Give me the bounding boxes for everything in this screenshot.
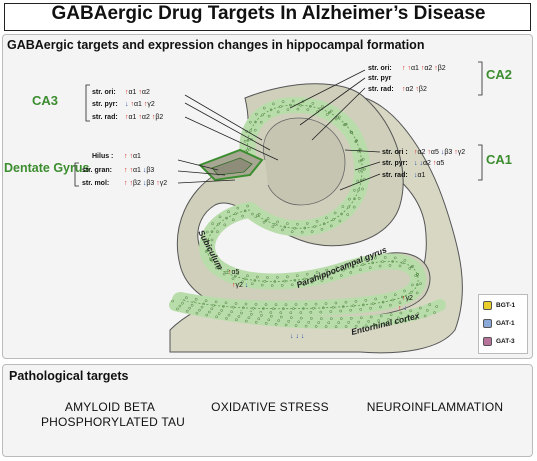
ca2-rad-layer: str. rad: xyxy=(368,86,394,93)
pyramidal-band-outline xyxy=(247,104,363,229)
ca1-rad-layer: str. rad: xyxy=(382,172,408,179)
dg-receptor-table: Hilus : ↑ ↑α1 str. gran: ↑ ↑α1 ↓β3 str. … xyxy=(74,153,167,187)
ca3-receptor-table: str. ori: ↑α1 ↑α2 str. pyr: ↓ ↑α1 ↑γ2 st… xyxy=(85,84,163,122)
ca1-label: CA1 xyxy=(486,152,512,167)
ca3-rad-layer: str. rad: xyxy=(92,114,118,121)
ca2-rad-receptors: ↑α2 ↑β2 xyxy=(402,86,427,93)
dentate-inner xyxy=(211,157,253,176)
dg-gran-layer: str. gran: xyxy=(82,167,112,174)
ca3-pyr-layer: str. pyr: xyxy=(92,101,118,108)
subiculum-receptor-2: ↑γ2 ↓ xyxy=(232,282,248,289)
dentate-gyrus-label: Dentate Gyrus xyxy=(4,161,89,175)
figure-title: GABAergic Drug Targets In Alzheimer’s Di… xyxy=(51,3,486,24)
ca2-receptor-table: str. ori: ↑ ↑α1 ↑α2 ↑β2 str. pyr str. ra… xyxy=(368,61,483,96)
subiculum-band-outline xyxy=(179,209,419,310)
ca1-receptor-table: str. ori : ↑α2 ↑α5 ↓β3 ↑γ2 str. pyr: ↓ ↓… xyxy=(382,144,483,181)
ca1-pyr-receptors: ↓ ↓α2 ↑α5 xyxy=(414,160,444,167)
dg-mol-receptors: ↑ ↑β2 ↓β3 ↑γ2 xyxy=(124,180,167,187)
subiculum-receptor-1: ↑α5 xyxy=(228,269,240,276)
ca3-ori-receptors: ↑α1 ↑α2 xyxy=(125,89,150,96)
legend-gat1: GAT-1 xyxy=(483,319,515,328)
ca3-rad-receptors: ↑α1 ↑α2 ↑β2 xyxy=(125,114,163,121)
dg-mol-layer: str. mol: xyxy=(82,180,109,187)
target-phosphorylated-tau: PHOSPHORYLATED TAU xyxy=(40,415,186,429)
ca2-label: CA2 xyxy=(486,67,512,82)
target-oxidative-stress: OXIDATIVE STRESS xyxy=(211,400,329,414)
ca3-pyr-receptors: ↓ ↑α1 ↑γ2 xyxy=(125,101,155,108)
ca2-pyr-layer: str. pyr xyxy=(368,75,392,82)
entorhinal-band-cells xyxy=(171,299,439,329)
ca1-ori-receptors: ↑α2 ↑α5 ↓β3 ↑γ2 xyxy=(414,149,465,156)
dg-hilus-receptors: ↑ ↑α1 xyxy=(124,153,141,160)
legend-gat3-label: GAT-3 xyxy=(496,338,515,345)
dg-hilus-layer: Hilus : xyxy=(92,153,113,160)
ca-inner-core xyxy=(263,117,346,206)
pathological-panel xyxy=(2,364,533,457)
bgt1-transporter-icon xyxy=(483,301,492,310)
dg-gran-receptors: ↑ ↑α1 ↓β3 xyxy=(124,167,154,174)
entorhinal-receptor-3: ↓ ↓ ↓ xyxy=(290,333,304,340)
pathological-title: Pathological targets xyxy=(9,369,129,383)
transporter-legend: BGT-1 GAT-1 GAT-3 xyxy=(478,294,528,354)
ca1-ori-layer: str. ori : xyxy=(382,149,408,156)
ca3-ori-layer: str. ori: xyxy=(92,89,116,96)
ca3-label: CA3 xyxy=(32,93,58,108)
gat3-transporter-icon xyxy=(483,337,492,346)
entorhinal-receptor-2: ↑ ↓ xyxy=(398,305,407,312)
target-amyloid-beta: AMYLOID BETA xyxy=(64,400,156,414)
legend-bgt1-label: BGT-1 xyxy=(496,302,516,309)
target-neuroinflammation: NEUROINFLAMMATION xyxy=(366,400,504,414)
ca2-ori-receptors: ↑ ↑α1 ↑α2 ↑β2 xyxy=(402,65,446,72)
pointer-lines xyxy=(177,69,381,191)
gat1-transporter-icon xyxy=(483,319,492,328)
ca1-rad-receptors: ↓α1 xyxy=(414,172,426,179)
title-box xyxy=(4,3,531,31)
ca1-pyr-layer: str. pyr: xyxy=(382,160,408,167)
entorhinal-band xyxy=(169,299,446,329)
legend-gat3: GAT-3 xyxy=(483,337,515,346)
ca2-ori-layer: str. ori: xyxy=(368,65,392,72)
entorhinal-receptor-1: ↑γ2 xyxy=(402,295,413,302)
panel-subtitle: GABAergic targets and expression changes… xyxy=(7,38,425,52)
legend-gat1-label: GAT-1 xyxy=(496,320,515,327)
legend-bgt1: BGT-1 xyxy=(483,301,515,310)
